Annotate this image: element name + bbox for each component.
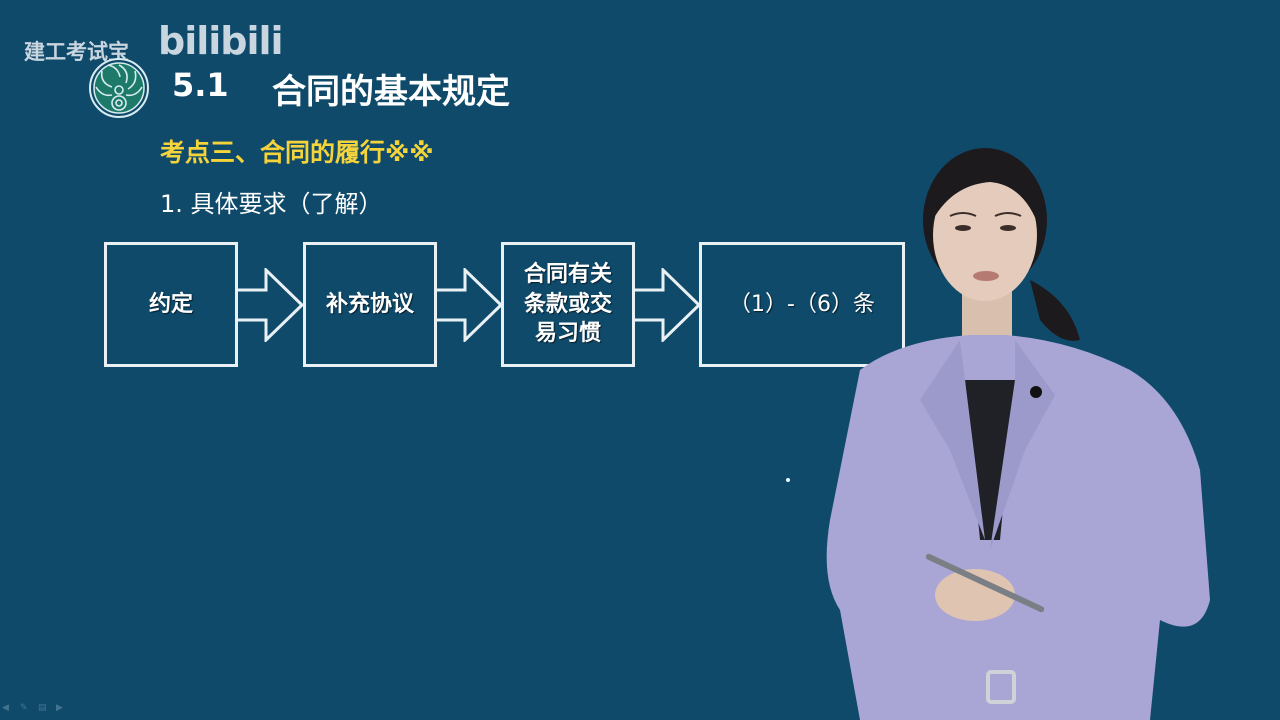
brand-emblem-icon — [89, 58, 149, 118]
flow-box-supplement: 补充协议 — [303, 242, 437, 367]
slide-controls: ◀ ✎ ▤ ▶ — [2, 703, 68, 713]
section-number: 5.1 — [172, 66, 229, 104]
pointer-dot — [786, 478, 790, 482]
flow-box-line: 合同有关 — [523, 261, 612, 287]
next-icon[interactable]: ▶ — [56, 703, 63, 713]
flow-box-label: （1）-（6）条 — [729, 291, 875, 317]
flow-box-label: 约定 — [148, 291, 193, 317]
menu-icon[interactable]: ▤ — [38, 703, 47, 713]
flow-box-contract-terms: 合同有关 条款或交 易习惯 — [501, 242, 635, 367]
flow-box-articles: （1）-（6）条 — [699, 242, 905, 367]
flow-box-label: 补充协议 — [325, 291, 414, 317]
right-arrow-icon — [435, 268, 504, 342]
prev-icon[interactable]: ◀ — [2, 703, 9, 713]
bilibili-logo: bilibili — [158, 19, 284, 63]
section-title: 合同的基本规定 — [272, 72, 510, 112]
flow-box-line: 易习惯 — [534, 321, 601, 347]
item-heading: 1. 具体要求（了解） — [160, 190, 383, 218]
pen-icon[interactable]: ✎ — [20, 703, 28, 713]
flow-box-agreement: 约定 — [104, 242, 238, 367]
topic-subtitle: 考点三、合同的履行※※ — [160, 138, 434, 167]
flow-box-line: 条款或交 — [523, 291, 612, 317]
right-arrow-icon — [633, 268, 702, 342]
presenter-figure — [826, 148, 1210, 720]
right-arrow-icon — [236, 268, 305, 342]
